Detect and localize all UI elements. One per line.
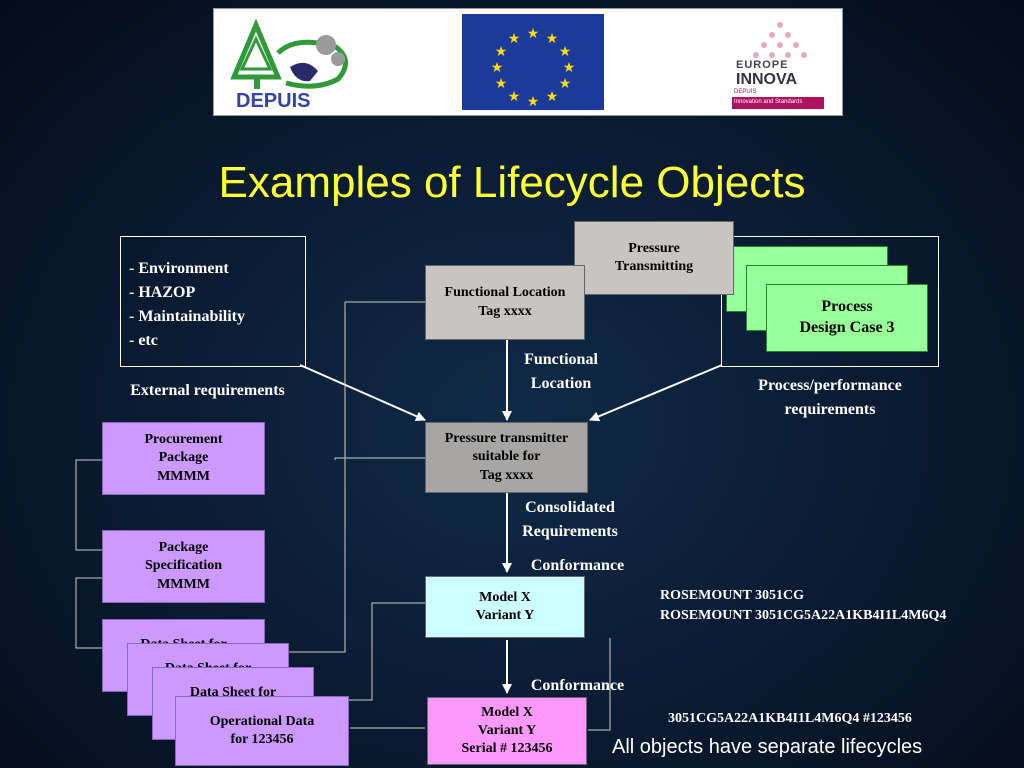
- svg-text:★: ★: [508, 89, 521, 105]
- pressure-transmitting-box: Pressure Transmitting: [574, 221, 734, 295]
- svg-text:★: ★: [546, 31, 559, 47]
- model-serial-line3: Serial # 123456: [461, 741, 553, 757]
- functional-location-label: Functional Location: [505, 348, 617, 396]
- eu-flag: ★★★★ ★★★★ ★★★★: [462, 14, 604, 110]
- eu-stars-icon: ★★★★ ★★★★ ★★★★: [491, 26, 576, 110]
- pressure-transmitter-line3: Tag xxxx: [479, 467, 534, 483]
- innova-sub: Innovation and Standards: [734, 99, 803, 105]
- functional-label-line2: Location: [530, 375, 592, 392]
- procurement-line1: Procurement: [144, 432, 223, 448]
- svg-text:★: ★: [546, 89, 559, 105]
- rosemount-line2: ROSEMOUNT 3051CG5A22A1KB4I1L4M6Q4: [660, 608, 947, 623]
- model-variant-box: Model X Variant Y: [425, 576, 585, 638]
- innova-line2: INNOVA: [736, 71, 798, 88]
- ext-item-etc: - etc: [129, 332, 158, 349]
- innova-foot: DEPUIS: [734, 89, 757, 95]
- depuis-logo-text: DEPUIS: [236, 90, 310, 109]
- ext-item-maintainability: - Maintainability: [129, 308, 246, 325]
- consolidated-requirements-label: Consolidated Requirements: [500, 496, 640, 544]
- process-caption-line2: requirements: [784, 401, 876, 418]
- rosemount-line1: ROSEMOUNT 3051CG: [660, 588, 805, 603]
- model-serial-line2: Variant Y: [477, 722, 537, 738]
- functional-label-line1: Functional: [524, 351, 598, 368]
- conformance-label-2: Conformance: [530, 677, 625, 694]
- package-specification-box: Package Specification MMMM: [102, 530, 265, 603]
- procurement-package-box: Procurement Package MMMM: [102, 422, 265, 495]
- external-requirements-caption: External requirements: [130, 382, 285, 399]
- consolidated-line1: Consolidated: [525, 499, 615, 516]
- procurement-line2: Package: [158, 450, 209, 466]
- ext-item-environment: - Environment: [129, 260, 229, 277]
- consolidated-line2: Requirements: [522, 523, 618, 540]
- svg-text:★: ★: [495, 76, 508, 92]
- process-design-line2: Design Case 3: [799, 319, 895, 336]
- footer-note: All objects have separate lifecycles: [612, 736, 923, 758]
- svg-text:★: ★: [508, 31, 521, 47]
- process-caption-line1: Process/performance: [758, 377, 902, 394]
- process-design-case-3: Process Design Case 3: [766, 284, 928, 352]
- pressure-transmitter-line1: Pressure transmitter: [444, 431, 569, 447]
- functional-location-line2: Tag xxxx: [478, 303, 532, 319]
- process-design-line1: Process: [821, 298, 873, 316]
- model-variant-line1: Model X: [479, 589, 531, 605]
- logo-banner: DEPUIS ★★★★ ★★★★ ★★★★ EUROPE INNOVA Inno…: [213, 8, 843, 116]
- process-caption: Process/performance requirements: [720, 374, 940, 422]
- innova-line1: EUROPE: [736, 59, 789, 71]
- package-spec-line2: Specification: [145, 558, 222, 574]
- process-requirements-frame: [721, 236, 939, 367]
- svg-text:★: ★: [559, 44, 572, 60]
- pressure-transmitting-line2: Transmitting: [614, 259, 694, 274]
- model-variant-line2: Variant Y: [475, 608, 535, 623]
- ext-item-hazop: - HAZOP: [129, 284, 196, 301]
- procurement-line3: MMMM: [157, 468, 210, 484]
- operational-line2: for 123456: [230, 732, 294, 747]
- operational-data-box: Operational Data for 123456: [175, 696, 349, 766]
- page-title: Examples of Lifecycle Objects: [218, 158, 806, 207]
- functional-location-line1: Functional Location: [444, 285, 566, 301]
- package-spec-line3: MMMM: [157, 576, 210, 592]
- svg-text:★: ★: [495, 44, 508, 60]
- model-serial-box: Model X Variant Y Serial # 123456: [427, 697, 587, 765]
- pressure-transmitting-line1: Pressure: [628, 240, 680, 256]
- rosemount-codes: ROSEMOUNT 3051CG ROSEMOUNT 3051CG5A22A1K…: [660, 586, 946, 626]
- svg-text:★: ★: [563, 60, 576, 76]
- svg-text:★: ★: [491, 60, 504, 76]
- conformance-label-1: Conformance: [530, 557, 625, 574]
- pressure-transmitter-box: Pressure transmitter suitable for Tag xx…: [425, 422, 588, 493]
- depuis-logo: DEPUIS: [230, 18, 348, 109]
- svg-text:★: ★: [527, 26, 540, 42]
- europe-innova-logo: EUROPE INNOVA Innovation and Standards D…: [732, 17, 828, 111]
- package-spec-line1: Package: [158, 540, 209, 556]
- model-serial-line1: Model X: [481, 704, 533, 720]
- serial-code: 3051CG5A22A1KB4I1L4M6Q4 #123456: [668, 711, 912, 726]
- pressure-transmitter-line2: suitable for: [472, 449, 541, 465]
- functional-location-box: Functional Location Tag xxxx: [425, 265, 585, 340]
- svg-text:★: ★: [527, 94, 540, 110]
- operational-line1: Operational Data: [209, 713, 315, 729]
- external-requirements-frame: - Environment - HAZOP - Maintainability …: [120, 236, 306, 367]
- svg-text:★: ★: [559, 76, 572, 92]
